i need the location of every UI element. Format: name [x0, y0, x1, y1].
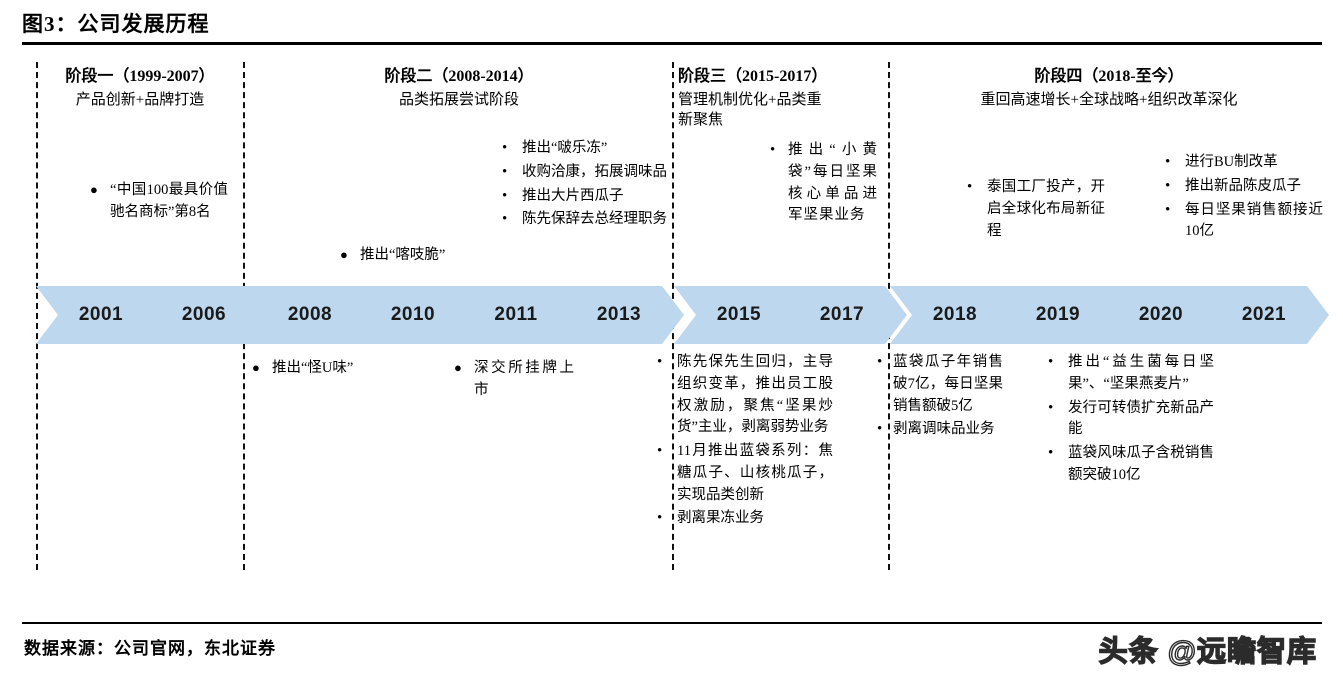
note-above-2021: 进行BU制改革 推出新品陈皮瓜子 每日坚果销售额接近10亿 — [1163, 151, 1323, 245]
page-title: 图3：公司发展历程 — [22, 12, 210, 36]
year-label: 2015 — [716, 304, 762, 325]
note-below-2020: 推出“益生菌每日坚果”、“坚果燕麦片” 发行可转债扩充新品产能 蓝袋风味瓜子含税… — [1046, 351, 1214, 489]
year-label: 2019 — [1035, 304, 1081, 325]
note-list: 进行BU制改革 推出新品陈皮瓜子 每日坚果销售额接近10亿 — [1163, 151, 1323, 244]
note-item: 深交所挂牌上市 — [452, 358, 574, 402]
note-above-2010: 推出“喀吱脆” — [338, 245, 513, 269]
note-item: 推出新品陈皮瓜子 — [1163, 175, 1323, 198]
year-label: 2021 — [1241, 304, 1287, 325]
stage-title: 阶段二（2008-2014） — [384, 68, 534, 85]
stage-header-2: 阶段二（2008-2014） 品类拓展尝试阶段 — [250, 62, 668, 110]
stage-header-3: 阶段三（2015-2017） 管理机制优化+品类重新聚焦 — [678, 62, 884, 131]
note-item: 11月推出蓝袋系列：焦糖瓜子、山核桃瓜子，实现品类创新 — [655, 440, 833, 506]
stage-title: 阶段三（2015-2017） — [678, 68, 828, 85]
note-item: 每日坚果销售额接近10亿 — [1163, 199, 1323, 244]
note-list: 蓝袋瓜子年销售破7亿，每日坚果销售额破5亿 剥离调味品业务 — [875, 351, 1003, 441]
note-list: 推出“怪U味” — [250, 358, 360, 380]
note-list: 推出“益生菌每日坚果”、“坚果燕麦片” 发行可转债扩充新品产能 蓝袋风味瓜子含税… — [1046, 351, 1214, 487]
year-label: 2008 — [287, 304, 333, 325]
year-label: 2011 — [494, 304, 538, 325]
note-list: 陈先保先生回归，主导组织变革，推出员工股权激励，聚焦“坚果炒货”主业，剥离弱势业… — [655, 351, 833, 530]
stage-header-4: 阶段四（2018-至今） 重回高速增长+全球战略+组织改革深化 — [894, 62, 1324, 110]
year-label: 2017 — [819, 304, 865, 325]
note-above-2019: 泰国工厂投产，开启全球化布局新征程 — [965, 176, 1105, 244]
note-list: 推出“啵乐冻” 收购洽康，拓展调味品 推出大片西瓜子 陈先保辞去总经理职务 — [500, 137, 668, 231]
note-item: 推出“益生菌每日坚果”、“坚果燕麦片” — [1046, 351, 1214, 396]
note-item: 陈先保先生回归，主导组织变革，推出员工股权激励，聚焦“坚果炒货”主业，剥离弱势业… — [655, 351, 833, 439]
stage-separator-left — [36, 62, 38, 570]
note-below-2011: 深交所挂牌上市 — [452, 358, 574, 404]
stage-header-1: 阶段一（1999-2007） 产品创新+品牌打造 — [40, 62, 240, 110]
stage-subtitle: 重回高速增长+全球战略+组织改革深化 — [980, 92, 1238, 108]
note-item: 蓝袋瓜子年销售破7亿，每日坚果销售额破5亿 — [875, 351, 1003, 417]
year-label: 2020 — [1138, 304, 1184, 325]
note-above-2001: “中国100最具价值驰名商标”第8名 — [88, 180, 228, 226]
note-item: 泰国工厂投产，开启全球化布局新征程 — [965, 176, 1105, 242]
stage-subtitle: 产品创新+品牌打造 — [75, 92, 205, 108]
note-list: 深交所挂牌上市 — [452, 358, 574, 402]
note-item: “中国100最具价值驰名商标”第8名 — [88, 180, 228, 224]
note-item: 进行BU制改革 — [1163, 151, 1323, 174]
stage-title: 阶段四（2018-至今） — [1034, 68, 1184, 85]
note-above-2017: 推出“小黄袋”每日坚果核心单品进军坚果业务 — [768, 139, 878, 229]
note-item: 剥离调味品业务 — [875, 418, 1003, 441]
year-label: 2018 — [932, 304, 978, 325]
stage-subtitle: 管理机制优化+品类重新聚焦 — [678, 92, 822, 129]
note-item: 蓝袋风味瓜子含税销售额突破10亿 — [1046, 442, 1214, 487]
year-label: 2010 — [390, 304, 436, 325]
source-note: 数据来源：公司官网，东北证券 — [24, 639, 276, 658]
note-item: 推出“啵乐冻” — [500, 137, 668, 160]
footer-divider — [22, 622, 1322, 624]
note-list: 推出“小黄袋”每日坚果核心单品进军坚果业务 — [768, 139, 878, 227]
year-label: 2013 — [596, 304, 642, 325]
timeline-year-2021[interactable]: 2021 — [1199, 286, 1329, 344]
note-list: 泰国工厂投产，开启全球化布局新征程 — [965, 176, 1105, 242]
year-label: 2006 — [181, 304, 227, 325]
title-divider — [22, 42, 1322, 45]
note-list: “中国100最具价值驰名商标”第8名 — [88, 180, 228, 224]
note-item: 发行可转债扩充新品产能 — [1046, 397, 1214, 442]
note-below-2008: 推出“怪U味” — [250, 358, 360, 382]
timeline-track: 2001 2006 2008 2010 2011 2013 2015 2017 … — [0, 286, 1343, 348]
note-list: 推出“喀吱脆” — [338, 245, 513, 267]
note-item: 剥离果冻业务 — [655, 507, 833, 530]
note-below-2018: 蓝袋瓜子年销售破7亿，每日坚果销售额破5亿 剥离调味品业务 — [875, 351, 1003, 443]
note-item: 推出“小黄袋”每日坚果核心单品进军坚果业务 — [768, 139, 878, 227]
stage-title: 阶段一（1999-2007） — [65, 68, 215, 85]
note-item: 收购洽康，拓展调味品 — [500, 161, 668, 184]
note-below-2015: 陈先保先生回归，主导组织变革，推出员工股权激励，聚焦“坚果炒货”主业，剥离弱势业… — [655, 351, 833, 532]
note-item: 推出大片西瓜子 — [500, 185, 668, 208]
stage-subtitle: 品类拓展尝试阶段 — [398, 92, 519, 108]
note-item: 推出“怪U味” — [250, 358, 360, 380]
watermark-label: 头条 @远瞻智库 — [1098, 635, 1317, 668]
year-label: 2001 — [78, 304, 124, 325]
note-item: 陈先保辞去总经理职务 — [500, 208, 668, 231]
note-above-2013: 推出“啵乐冻” 收购洽康，拓展调味品 推出大片西瓜子 陈先保辞去总经理职务 — [500, 137, 668, 233]
note-item: 推出“喀吱脆” — [338, 245, 513, 267]
